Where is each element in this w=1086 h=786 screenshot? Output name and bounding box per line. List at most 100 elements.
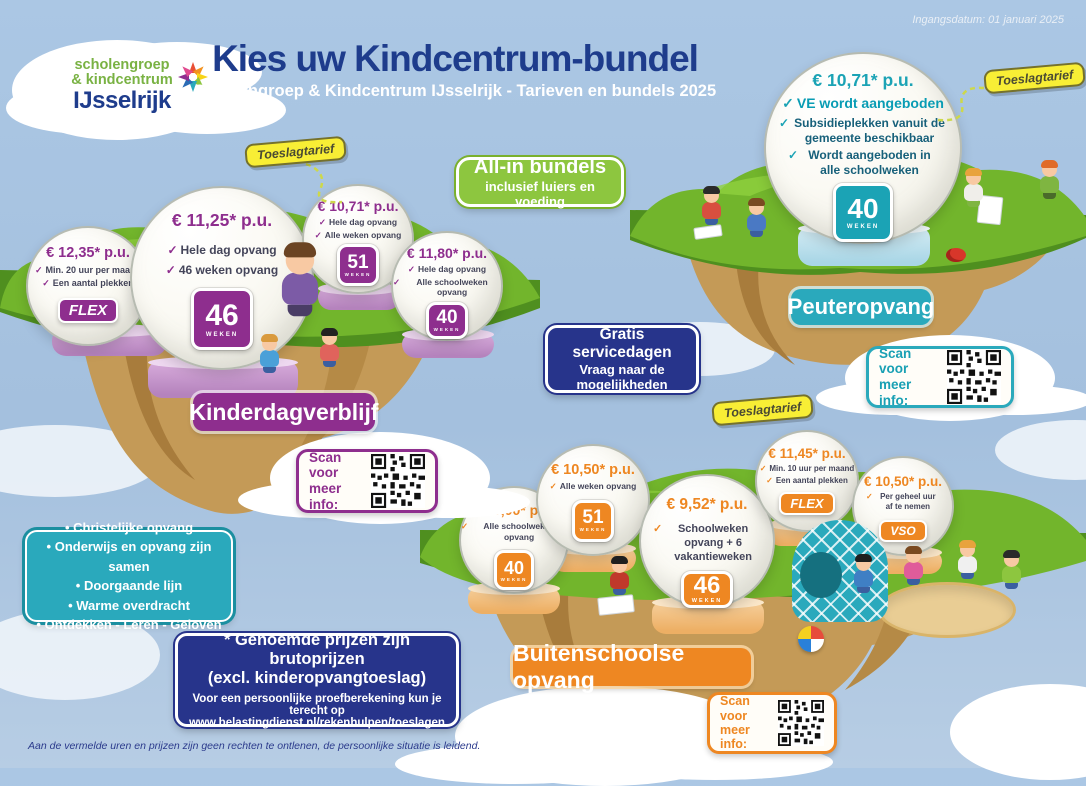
toeslagtarief-tag: Toeslagtarief [983,61,1086,95]
core-values-box: • Christelijke opvang • Onderwijs en opv… [25,520,233,632]
child-illustration [902,546,924,585]
value-item: • Doorgaande lijn [75,578,183,593]
logo-line2: & kindcentrum [71,72,173,89]
check-icon [167,243,177,258]
allin-bundels-box: All-in bundels inclusief luiers en voedi… [456,155,624,209]
vso-badge: VSO [879,520,927,542]
allin-subtitle: inclusief luiers en voeding [485,178,595,209]
feature: Alle schoolweken opvang [416,276,488,298]
child-illustration [852,554,874,593]
check-icon [315,230,322,241]
scan-info-text: meer info: [309,481,342,512]
prices-body: Voor een persoonlijke proefberekening ku… [192,693,442,717]
weeks-badge: 46 WEKEN [191,288,253,350]
check-icon [653,523,662,537]
price: € 11,80* p.u. [406,245,488,261]
page-subtitle: Scholengroep & Kindcentrum IJsselrijk - … [193,82,717,100]
check-icon [35,265,43,276]
section-label-kinderdagverblijf: Kinderdagverblijf [189,393,379,431]
check-icon [42,278,50,289]
effective-date-note: Ingangsdatum: 01 januari 2025 [912,14,1064,26]
weeks-badge: 51 WEKEN [572,499,614,542]
feature: Alle schoolweken opvang [483,521,555,542]
check-icon [319,217,326,228]
child-illustration [608,556,630,595]
feature: Alle weken opvang [324,229,402,240]
check-icon [766,476,773,486]
check-icon [408,264,415,275]
scan-info-text: Scan voor [879,345,912,377]
value-item: • Ontdekken - Leren - Geloven [36,617,222,632]
beach-ball-illustration [798,626,824,652]
weeks-badge: 40 WEKEN [833,182,893,242]
weeks-label: WEKEN [433,327,461,333]
feature: Alle weken opvang [559,481,637,491]
value-item: • Onderwijs en opvang zijn samen [46,539,212,574]
sandbox-illustration [878,582,1016,638]
prices-title: (excl. kinderopvangtoeslag) [207,669,427,687]
price: € 11,25* p.u. [171,210,273,230]
tunnel-entrance [800,552,842,598]
check-icon [779,116,789,131]
price: € 12,35* p.u. [46,245,130,261]
scan-info-text: meer info: [879,377,912,408]
feature: Per geheel uur af te nemen [880,492,936,511]
feature: Hele dag opvang [329,217,398,227]
scan-info-text: Scan voor [720,694,750,723]
weeks-badge: 40 WEKEN [494,550,534,591]
feature: 46 weken opvang [178,263,279,277]
check-icon [393,277,400,288]
weeks-number: 46 [693,572,721,600]
price: € 10,71* p.u. [812,70,914,90]
child-illustration [700,186,722,225]
weeks-label: WEKEN [500,576,528,582]
weeks-badge: 51 WEKEN [337,244,379,287]
price: € 11,45* p.u. [768,446,846,461]
price: € 10,50* p.u. [863,474,943,489]
weeks-number: 40 [503,557,525,578]
allin-title: All-in bundels [473,155,607,178]
check-icon [461,521,468,532]
feature: Wordt aangeboden in alle schoolweken [808,147,931,177]
check-icon [760,464,767,474]
child-illustration [1038,160,1060,199]
section-label-text: Buitenschoolse opvang [513,640,685,693]
weeks-number: 40 [436,307,458,329]
service-title: Gratis servicedagen [572,326,672,361]
child-illustration [956,540,978,579]
weeks-label: WEKEN [579,527,607,533]
cloud-decoration [0,610,160,700]
weeks-number: 51 [582,507,604,529]
price-bubble-bso-51: € 10,50* p.u. Alle weken opvang 51 WEKEN [536,444,650,556]
prices-body: www.belastingdienst.nl/rekenhulpen/toesl… [189,717,445,729]
feature: Hele dag opvang [418,264,487,274]
price: € 10,00* p.u. [473,502,555,518]
price-bubble-bso-40: € 10,00* p.u. Alle schoolweken opvang 40… [459,486,569,594]
weeks-label: WEKEN [691,598,723,605]
feature: Een aantal plekken [775,476,848,485]
flex-badge: FLEX [779,492,835,515]
weeks-label: WEKEN [205,331,239,338]
infographic-poster: scholengroep & kindcentrum IJsselrijk Ki… [0,0,1086,768]
weeks-number: 40 [847,192,879,224]
scan-info-text: Scan voor [309,449,342,481]
feature: Schoolweken opvang + 6 vakantieweken [674,523,752,563]
child-illustration [1000,550,1022,589]
weeks-badge: 40 WEKEN [426,301,468,339]
section-label-peuteropvang: Peuteropvang [788,289,934,325]
price-bubble-kdv-40: € 11,80* p.u. Hele dag opvang Alle schoo… [391,231,503,341]
qr-code [778,700,824,746]
check-icon [550,481,557,492]
weeks-label: WEKEN [344,272,372,277]
weeks-label: WEKEN [846,223,880,230]
price: € 10,71* p.u. [317,198,399,214]
price-bubble-bso-flex: € 11,45* p.u. Min. 10 uur per maand Een … [755,430,859,532]
feature: Een aantal plekken [52,278,134,289]
price: € 9,52* p.u. [666,496,748,513]
qr-code [947,350,1001,404]
section-label-buitenschoolse-opvang: Buitenschoolse opvang [513,640,751,693]
service-line: mogelijkheden [576,377,668,392]
feature: Hele dag opvang [180,243,277,257]
laptop-illustration [597,594,635,616]
value-item: • Christelijke opvang [64,519,194,535]
